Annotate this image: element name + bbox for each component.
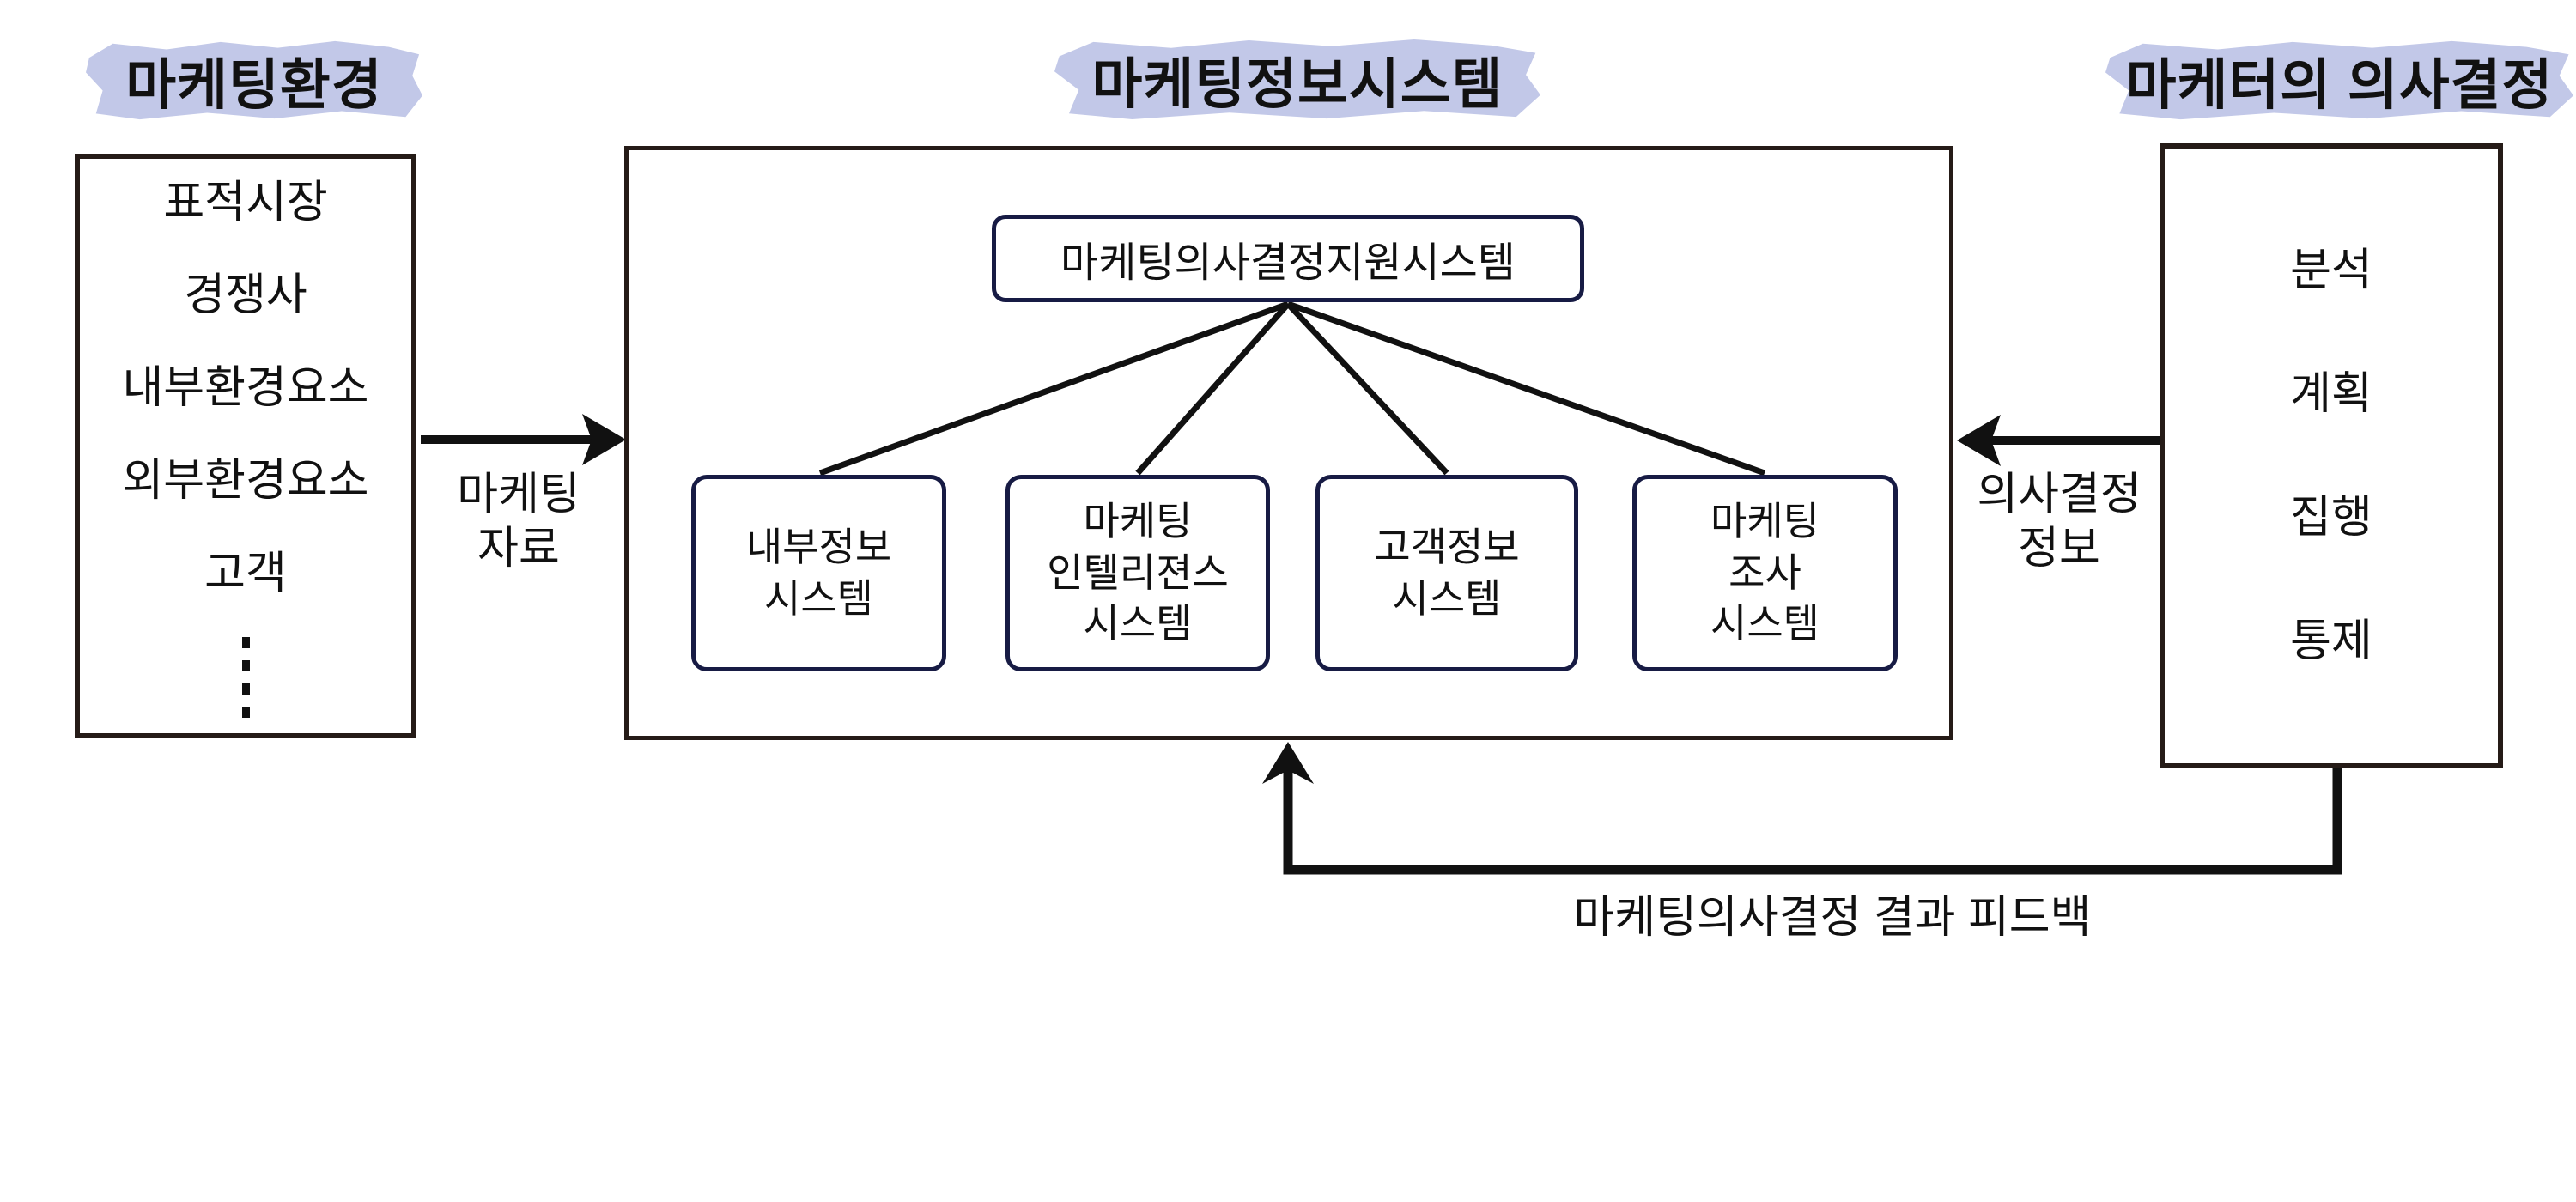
decision-step: 계획 — [2290, 369, 2372, 419]
customer-information-system-box: 고객정보 시스템 — [1315, 475, 1578, 671]
header-marketer-decision-label: 마케터의 의사결정 — [2125, 54, 2554, 116]
feedback-label: 마케팅의사결정 결과 피드백 — [1573, 893, 2092, 943]
header-marketing-information-system-label: 마케팅정보시스템 — [1091, 53, 1504, 115]
internal-information-system-box: 내부정보 시스템 — [691, 475, 946, 671]
header-marketer-decision: 마케터의 의사결정 — [2105, 40, 2573, 120]
marketing-research-system-box: 마케팅 조사 시스템 — [1632, 475, 1898, 671]
feedback-arrow — [1262, 742, 2342, 875]
decision-info-label: 의사결정 정보 — [1977, 470, 2142, 574]
arrow-marketing-data — [421, 414, 626, 465]
environment-item: 고객 — [204, 548, 287, 598]
marketing-environment-box: 표적시장 경쟁사 내부환경요소 외부환경요소 고객 — [75, 154, 416, 738]
decision-step: 통제 — [2290, 616, 2372, 666]
marketing-information-system-box — [624, 146, 1953, 740]
environment-item: 내부환경요소 — [122, 362, 369, 413]
decision-step: 집행 — [2290, 493, 2372, 543]
marketing-research-system-label: 마케팅 조사 시스템 — [1710, 498, 1820, 647]
decision-support-system-label: 마케팅의사결정지원시스템 — [1060, 240, 1516, 286]
header-marketing-environment-label: 마케팅환경 — [125, 54, 383, 116]
environment-item: 경쟁사 — [184, 270, 307, 320]
decision-step: 분석 — [2290, 246, 2372, 295]
header-marketing-environment: 마케팅환경 — [86, 40, 422, 120]
marketing-data-label: 마케팅 자료 — [457, 470, 580, 574]
marketing-intelligence-system-label: 마케팅 인텔리젼스 시스템 — [1047, 498, 1229, 647]
marketer-decision-box: 분석 계획 집행 통제 — [2160, 143, 2503, 768]
fan-lines — [818, 300, 1766, 477]
arrow-decision-info — [1957, 415, 2160, 466]
environment-item: 외부환경요소 — [122, 455, 369, 506]
decision-support-system-box: 마케팅의사결정지원시스템 — [992, 215, 1584, 302]
header-marketing-information-system: 마케팅정보시스템 — [1054, 39, 1540, 120]
internal-information-system-label: 내부정보 시스템 — [745, 524, 892, 621]
vertical-ellipsis-icon — [241, 636, 250, 718]
environment-item: 표적시장 — [163, 177, 328, 228]
marketing-intelligence-system-box: 마케팅 인텔리젼스 시스템 — [1005, 475, 1270, 671]
customer-information-system-label: 고객정보 시스템 — [1374, 524, 1520, 621]
